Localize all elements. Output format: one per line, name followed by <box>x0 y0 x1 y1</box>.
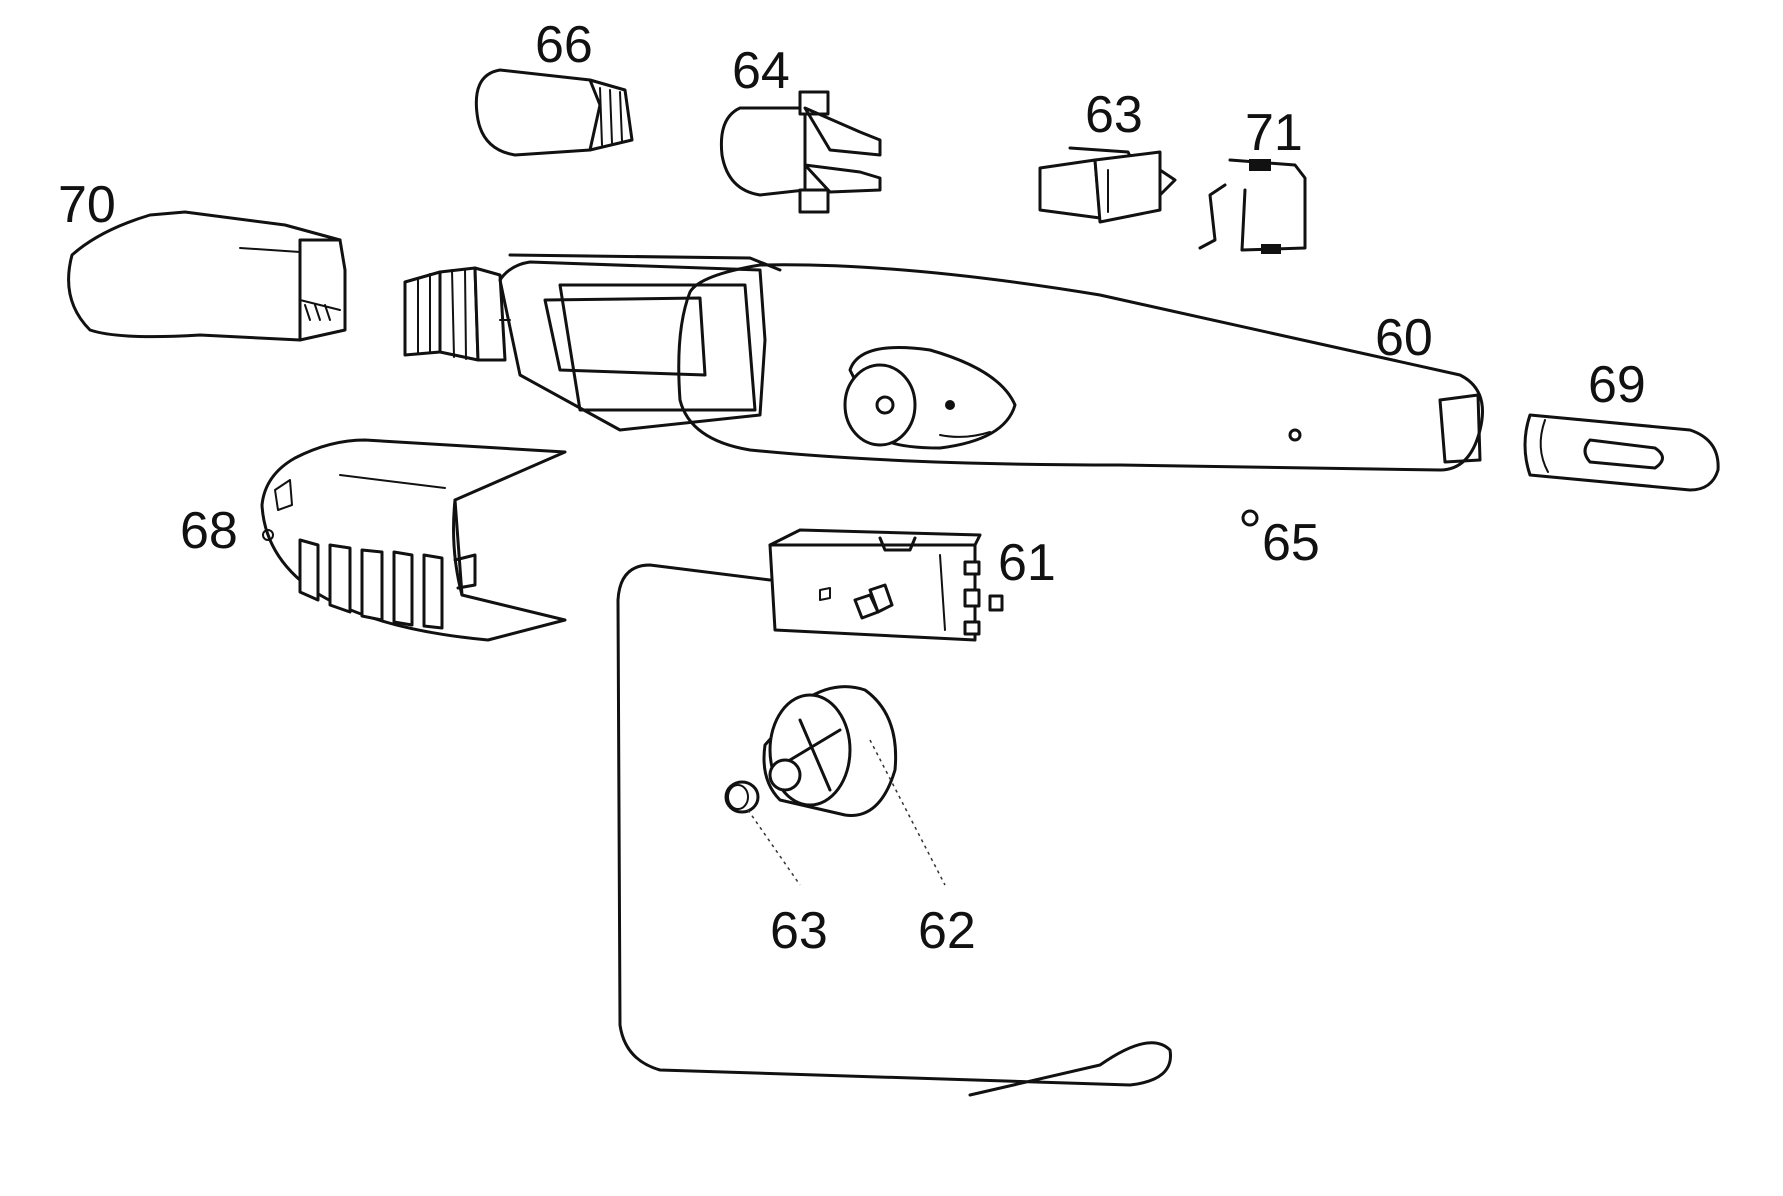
leader-62 <box>869 739 946 886</box>
part-64-switch <box>1038 146 1177 224</box>
leader-63 <box>747 809 801 886</box>
part-65-lamp-holder <box>719 90 882 214</box>
callout-67: 66 <box>535 16 593 74</box>
callout-65: 64 <box>732 42 790 100</box>
part-70-lamp-cover <box>67 210 347 342</box>
callout-71: 71 <box>1245 104 1303 162</box>
callout-labels: 66 64 63 71 70 60 69 68 65 61 63 62 <box>58 16 1646 960</box>
capillary-tube <box>616 563 1172 1097</box>
callout-64: 63 <box>1085 86 1143 144</box>
part-62-knob <box>762 685 898 817</box>
part-63-knob-cap <box>724 780 760 814</box>
callout-70: 70 <box>58 176 116 234</box>
part-67-bulb <box>474 68 634 157</box>
callout-61: 61 <box>998 534 1056 592</box>
callout-63: 63 <box>770 902 828 960</box>
part-69-end-cap <box>1523 413 1720 492</box>
part-66-screw <box>1241 509 1259 527</box>
part-61-thermostat <box>768 528 1004 642</box>
callout-62: 62 <box>918 902 976 960</box>
part-71-bracket <box>1198 158 1307 254</box>
part-68-vent-cover <box>260 438 567 642</box>
leader-lines <box>747 739 946 886</box>
callout-66: 65 <box>1262 514 1320 572</box>
callout-60: 60 <box>1375 309 1433 367</box>
part-60-housing <box>403 253 1484 472</box>
callout-69: 69 <box>1588 356 1646 414</box>
callout-68: 68 <box>180 502 238 560</box>
